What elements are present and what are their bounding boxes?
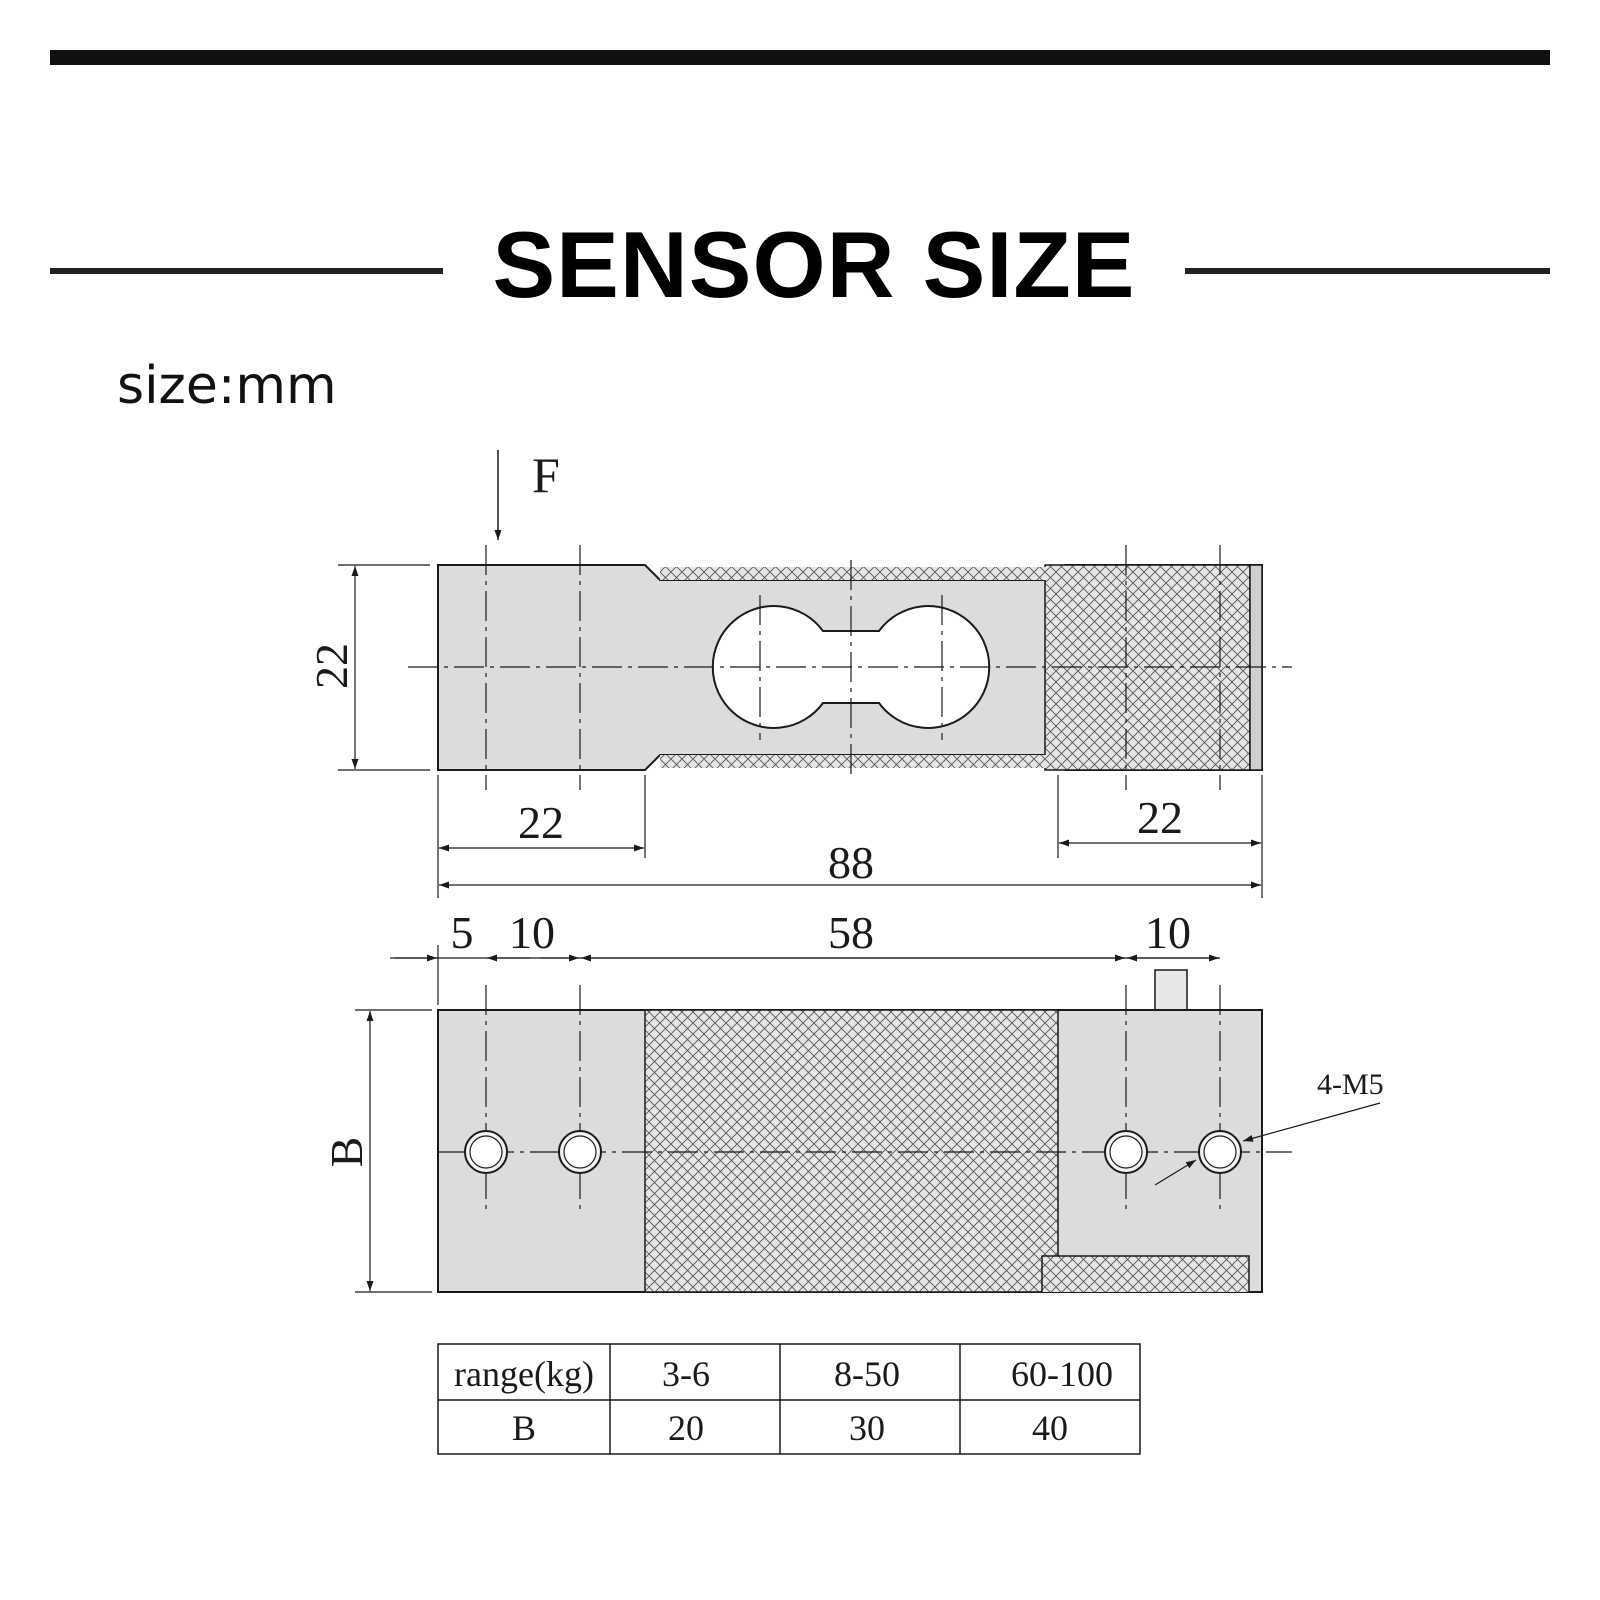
top-view: 5 10 58 10 B 4-M5 [321,907,1384,1293]
range-table: range(kg) 3-6 8-50 60-100 B 20 30 40 [437,1343,1141,1455]
width-dim-label: B [321,1137,372,1168]
center-pitch-label: 58 [828,907,874,958]
left-block-dim-label: 22 [518,797,564,848]
height-dimension [338,564,430,771]
right-hole-pitch-label: 10 [1145,907,1191,958]
right-block-dim-label: 22 [1137,792,1183,843]
side-view-centerlines [408,545,1292,790]
force-label: F [532,447,560,503]
table-cell-b2: 30 [849,1408,885,1448]
mounting-holes [464,1130,1242,1174]
left-hole-pitch-label: 10 [509,907,555,958]
thread-leader [1242,1102,1381,1142]
side-view-extension-lines [437,775,1263,898]
side-view-top-strip [660,567,1050,580]
height-dim-label: 22 [306,643,357,689]
side-view: F 22 22 22 88 [306,447,1292,898]
thread-callout-label: 4-M5 [1317,1068,1384,1101]
table-header-range: range(kg) [454,1354,594,1394]
page-title: SENSOR SIZE [492,212,1136,317]
table-header-col3: 60-100 [1011,1354,1113,1394]
total-length-dim-label: 88 [828,837,874,888]
end-offset-label: 5 [451,907,474,958]
title-rule-left [50,268,443,274]
side-view-bottom-strip [660,755,1050,768]
title-rule-right [1185,268,1550,274]
table-cell-b3: 40 [1032,1408,1068,1448]
width-dimension [355,1009,432,1293]
top-view-hatched-center [644,1009,1059,1293]
thread-leader-tail [1154,1159,1197,1186]
cable-stub [1154,969,1188,1011]
units-label: size:mm [117,356,337,416]
table-cell-b1: 20 [668,1408,704,1448]
top-rule [50,50,1550,65]
top-view-step [1041,1255,1250,1292]
table-header-col1: 3-6 [662,1354,710,1394]
table-row-label: B [512,1408,536,1448]
table-header-col2: 8-50 [834,1354,900,1394]
